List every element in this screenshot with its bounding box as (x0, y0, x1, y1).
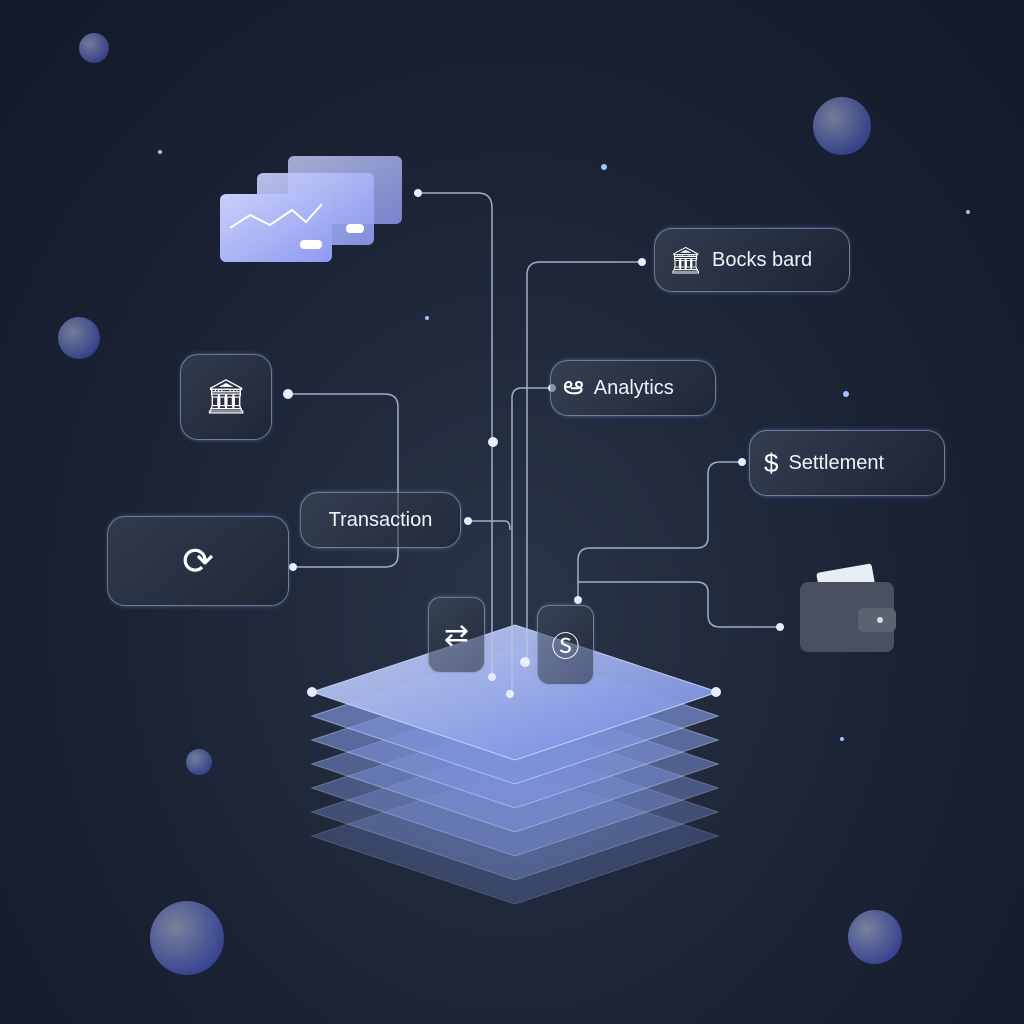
bank-icon: 🏛 (204, 378, 248, 416)
node-settlement[interactable]: $ Settlement (749, 430, 945, 496)
bank-icon: 🏛 (669, 244, 703, 275)
node-bank-tile[interactable]: 🏛 (180, 354, 272, 440)
dollar-coin-icon: Ⓢ (551, 631, 580, 662)
node-label: Analytics (593, 376, 674, 399)
node-label: Transaction (328, 508, 433, 531)
exchange-icon: ⇄ (443, 618, 470, 652)
node-transaction[interactable]: Transaction (300, 492, 461, 548)
layer-stack (310, 624, 720, 905)
sync-icon: ⟳ (182, 540, 214, 583)
node-analytics[interactable]: ఆ Analytics (550, 360, 716, 416)
background-orbs (58, 33, 970, 975)
node-label: Settlement (788, 451, 885, 474)
dollar-transfer-icon: $ (764, 447, 779, 478)
node-label: Bocks bard (712, 248, 813, 271)
connector-lines (288, 192, 780, 695)
node-sync-tile[interactable]: ⟳ (107, 516, 289, 606)
node-coin-tile[interactable]: Ⓢ (537, 605, 594, 685)
credit-card-chart-icon (220, 156, 402, 262)
analytics-icon: ఆ (563, 369, 584, 400)
wallet-icon (800, 563, 896, 652)
node-bank-bard[interactable]: 🏛 Bocks bard (654, 228, 850, 292)
node-exchange-tile[interactable]: ⇄ (428, 597, 485, 673)
